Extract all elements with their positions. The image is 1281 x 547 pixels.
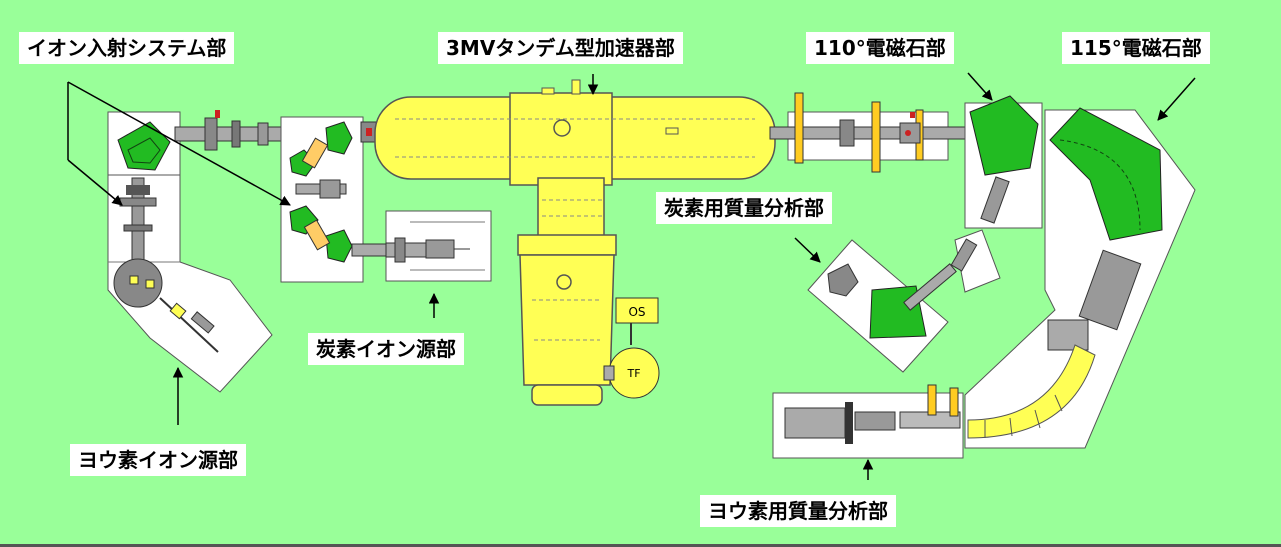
magnet-110-unit — [964, 95, 1043, 229]
injection-magnet — [117, 121, 171, 171]
carbon-mass-analysis-unit — [807, 229, 1001, 373]
os-label: OS — [628, 305, 645, 319]
label-injection-system: イオン入射システム部 — [19, 32, 235, 64]
label-iodine-mass-analysis: ヨウ素用質量分析部 — [700, 495, 896, 527]
label-carbon-ion-source: 炭素イオン源部 — [308, 333, 464, 365]
iodine-analysis-curve — [967, 344, 1096, 439]
label-carbon-mass-analysis: 炭素用質量分析部 — [656, 192, 832, 224]
high-energy-beamline — [769, 92, 971, 173]
carbon-injection-platform — [280, 116, 389, 283]
tf-label: TF — [626, 367, 640, 380]
label-magnet-110: 110°電磁石部 — [806, 32, 954, 64]
callout-arrows — [67, 72, 1196, 480]
bottom-border — [0, 544, 1281, 547]
carbon-ion-source — [385, 210, 492, 282]
os-tf-units — [603, 297, 660, 399]
label-iodine-ion-source: ヨウ素イオン源部 — [70, 444, 246, 476]
low-energy-beamline — [174, 110, 284, 151]
iodine-source-beamline — [113, 177, 219, 353]
tandem-accelerator-tank — [374, 79, 776, 406]
magnet-115-unit — [964, 107, 1196, 449]
label-tandem-accelerator: 3MVタンデム型加速器部 — [438, 32, 683, 64]
iodine-mass-analysis-unit — [772, 384, 964, 459]
label-magnet-115: 115°電磁石部 — [1062, 32, 1210, 64]
